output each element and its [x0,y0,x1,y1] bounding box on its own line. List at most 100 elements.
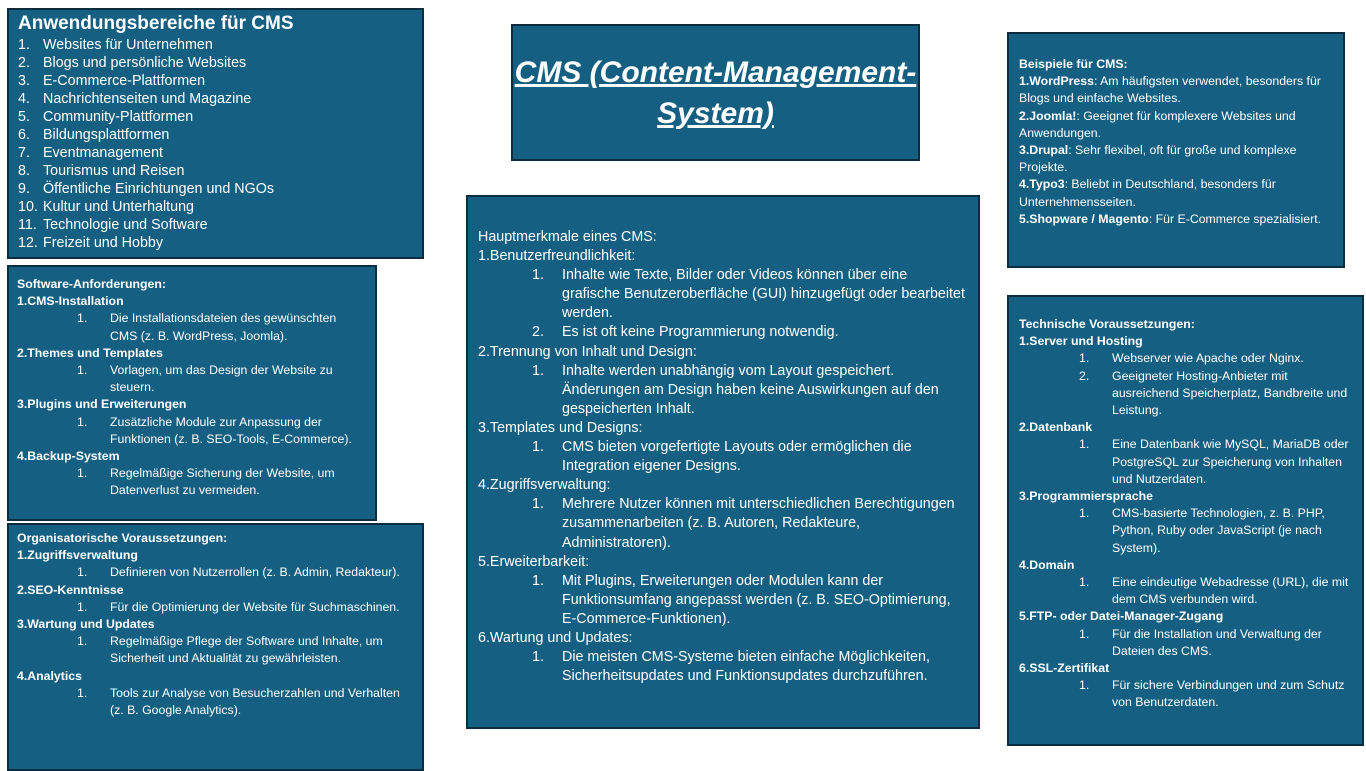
item-text: Inhalte wie Texte, Bilder oder Videos kö… [562,267,965,322]
item-number: 1. [532,496,544,513]
item-number: 1. [1079,678,1090,693]
section-title: 3.Plugins und Erweiterungen [17,397,187,412]
section-title: 4.Zugriffsverwaltung: [478,477,611,494]
list-item: 2. Geeigneter Hosting-Anbieter mit ausrei… [1019,368,1352,420]
item-number: 12. [18,235,38,251]
item-number: 1. [1079,575,1090,590]
example-item: 5.Shopware / Magento: Für E-Commerce spe… [1019,211,1333,228]
example-name: 4.Typo3 [1019,177,1065,192]
item-number: 10. [18,199,38,215]
page-title: CMS (Content-Management-System) [511,24,920,161]
item-label: Tourismus und Reisen [43,163,185,179]
item-label: Nachrichtenseiten und Magazine [43,91,252,107]
applications-heading: Anwendungsbereiche für CMS [18,13,294,34]
section-heading: Software-Anforderungen: [17,277,166,291]
item-text: Regelmäßige Pflege der Software und Inha… [110,634,383,666]
item-number: 1. [18,37,30,53]
item-text: Inhalte werden unabhängig vom Layout ges… [562,362,939,417]
item-text: Tools zur Analyse von Besucherzahlen und… [110,685,400,718]
example-text: : Sehr flexibel, oft für große und kompl… [1019,143,1297,175]
item-number: 1. [532,572,544,589]
example-name: 5.Shopware / Magento [1019,211,1149,226]
list-item: 1. Eine eindeutige Webadresse (URL), die … [1019,574,1352,608]
item-text: Eine Datenbank wie MySQL, MariaDB oder P… [1112,437,1349,486]
example-item: 4.Typo3: Beliebt in Deutschland, besonde… [1019,176,1333,210]
example-text: : Für E-Commerce spezialisiert. [1148,211,1322,226]
item-text: Webserver wie Apache oder Nginx. [1112,351,1304,366]
list-item: 1. Mit Plugins, Erweiterungen oder Module… [478,572,968,629]
item-label: Freizeit und Hobby [43,235,163,251]
example-name: 2.Joomla! [1019,108,1077,123]
section-title: 1.Zugriffsverwaltung [17,548,138,563]
section-title: 5.FTP- oder Datei-Manager-Zugang [1019,609,1224,624]
item-number: 1. [77,466,88,481]
item-number: 1. [77,565,88,580]
example-name: 3.Drupal [1019,143,1069,158]
item-number: 11. [18,217,37,233]
list-item: 1.Regelmäßige Pflege der Software und In… [17,633,414,667]
item-number: 2. [532,324,544,341]
section-title: 2.Datenbank [1019,420,1093,435]
list-item: 1.Die Installationsdateien des gewünscht… [17,310,367,344]
list-item: 2.Es ist oft keine Programmierung notwen… [478,323,968,342]
list-item: 1.Für sichere Verbindungen und zum Schut… [1019,677,1352,711]
item-text: Mehrere Nutzer können mit unterschiedlic… [562,496,955,551]
list-item: 4. Nachrichtenseiten und Magazine [18,90,413,108]
section-title: 2.SEO-Kenntnisse [17,582,124,597]
item-number: 1. [532,439,544,456]
technical-requirements-box: Technische Voraussetzungen:1.Server und … [1007,295,1364,746]
title-text: CMS (Content-Management-System) [514,55,917,130]
list-item: 9.Öffentliche Einrichtungen und NGOs [18,180,413,198]
section-title: 2.Themes und Templates [17,345,164,360]
item-label: Blogs und persönliche Websites [43,55,247,71]
item-number: 2. [18,55,30,71]
item-text: Geeigneter Hosting-Anbieter mit ausreich… [1112,368,1348,418]
item-text: Die meisten CMS-Systeme bieten einfache … [562,649,930,685]
item-number: 2. [1079,368,1090,383]
list-item: 1. Eine Datenbank wie MySQL, MariaDB oder… [1019,436,1352,488]
item-label: E-Commerce-Plattformen [43,73,206,89]
item-number: 1. [1079,351,1090,366]
section-title: 3.Templates und Designs: [478,419,643,436]
item-text: Vorlagen, um das Design der Website zu s… [110,363,333,395]
section-title: 3.Wartung und Updates [17,617,155,632]
list-item: 1.Websites für Unternehmen [18,36,413,54]
list-item: 1. Inhalte werden unabhängig vom Layout g… [478,362,968,419]
item-text: Für die Installation und Verwaltung der … [1112,626,1322,658]
item-text: Mit Plugins, Erweiterungen oder Modulen … [562,572,951,627]
item-number: 1. [532,362,544,379]
item-number: 6. [18,127,30,143]
item-label: Technologie und Software [43,217,208,233]
list-item: 1.Für die Optimierung der Website für Su… [17,599,414,616]
section-title: 1.Benutzerfreundlichkeit: [478,248,636,265]
item-number: 1. [1079,437,1090,452]
item-number: 1. [77,414,88,429]
section-title: 4.Domain [1019,557,1075,572]
list-item: 3. E-Commerce-Plattformen [18,72,413,90]
item-number: 4. [18,91,30,107]
section-title: 1.Server und Hosting [1019,334,1143,349]
item-number: 3. [18,73,30,89]
example-text: : Beliebt in Deutschland, besonders für … [1019,177,1276,209]
list-item: 1. Mehrere Nutzer können mit unterschiedl… [478,495,968,552]
list-item: 2. Blogs und persönliche Websites [18,54,413,72]
item-text: CMS-basierte Technologien, z. B. PHP, Py… [1112,506,1325,555]
item-number: 1. [77,363,88,378]
item-text: Eine eindeutige Webadresse (URL), die mi… [1112,575,1349,607]
item-text: Definieren von Nutzerrollen (z. B. Admin… [110,565,400,580]
section-heading: Organisatorische Voraussetzungen: [17,531,228,545]
item-label: Öffentliche Einrichtungen und NGOs [43,181,274,197]
example-item: 2.Joomla!: Geeignet für komplexere Websi… [1019,108,1333,142]
item-number: 7. [18,145,30,161]
item-text: CMS bieten vorgefertigte Layouts oder er… [562,439,912,475]
item-label: Eventmanagement [43,145,164,161]
section-title: 1.CMS-Installation [17,294,124,309]
list-item: 1.CMS-basierte Technologien, z. B. PHP, … [1019,505,1352,557]
item-number: 1. [77,685,88,700]
item-number: 1. [1079,626,1090,641]
section-heading: Hauptmerkmale eines CMS: [478,229,657,245]
list-item: 10.Kultur und Unterhaltung [18,198,413,216]
example-item: 1.WordPress: Am häufigsten verwendet, be… [1019,73,1333,107]
examples-box: Beispiele für CMS: 1.WordPress: Am häufi… [1007,32,1345,268]
